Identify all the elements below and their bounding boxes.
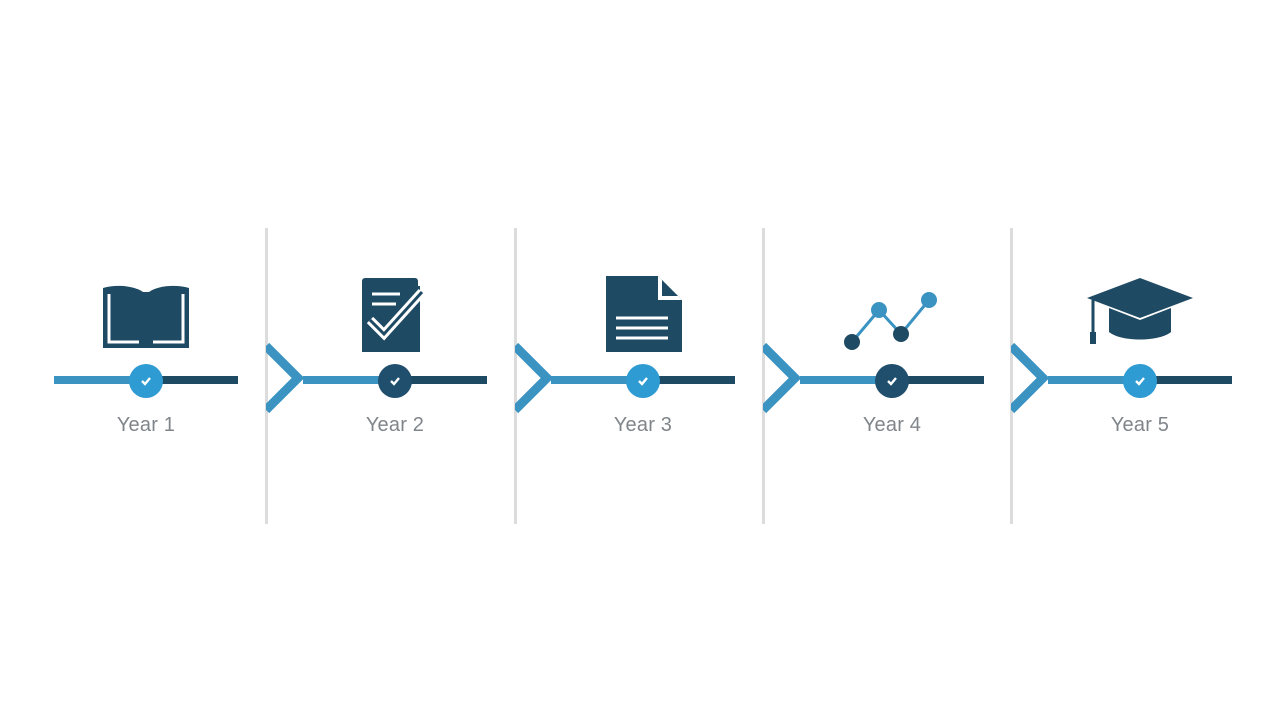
timeline-step-year-2: Year 2: [295, 250, 495, 450]
milestone-node: [378, 364, 412, 398]
timeline-step-year-4: Year 4: [792, 250, 992, 450]
track-right-segment: [643, 376, 735, 384]
divider: [514, 228, 517, 524]
timeline-step-year-5: Year 5: [1040, 250, 1240, 450]
step-label: Year 3: [613, 414, 673, 436]
chevron-right-icon: [515, 342, 554, 414]
step-label: Year 4: [862, 414, 922, 436]
track-left-segment: [303, 376, 395, 384]
timeline-step-year-1: Year 1: [46, 250, 246, 450]
divider: [762, 228, 765, 524]
track-left-segment: [1048, 376, 1140, 384]
track-right-segment: [892, 376, 984, 384]
track-left-segment: [800, 376, 892, 384]
step-label: Year 2: [365, 414, 425, 436]
milestone-node: [1123, 364, 1157, 398]
check-icon: [141, 377, 151, 386]
divider: [265, 228, 268, 524]
open-book-icon: [91, 262, 201, 352]
track-left-segment: [54, 376, 146, 384]
track-right-segment: [1140, 376, 1232, 384]
graduation-cap-icon: [1085, 262, 1195, 352]
chevron-right-icon: [1011, 342, 1050, 414]
step-label: Year 1: [116, 414, 176, 436]
progress-track: [54, 376, 238, 384]
divider: [1010, 228, 1013, 524]
line-chart-icon: [837, 262, 947, 352]
milestone-node: [875, 364, 909, 398]
document-icon: [588, 262, 698, 352]
timeline-step-year-3: Year 3: [543, 250, 743, 450]
progress-track: [800, 376, 984, 384]
progress-track: [303, 376, 487, 384]
milestone-node: [129, 364, 163, 398]
step-label: Year 5: [1110, 414, 1170, 436]
track-left-segment: [551, 376, 643, 384]
chevron-right-icon: [266, 342, 305, 414]
milestone-node: [626, 364, 660, 398]
chevron-right-icon: [763, 342, 802, 414]
check-icon: [390, 377, 400, 386]
check-icon: [1135, 377, 1145, 386]
track-right-segment: [146, 376, 238, 384]
track-right-segment: [395, 376, 487, 384]
check-icon: [638, 377, 648, 386]
checklist-icon: [340, 262, 450, 352]
check-icon: [887, 377, 897, 386]
progress-track: [1048, 376, 1232, 384]
progress-track: [551, 376, 735, 384]
